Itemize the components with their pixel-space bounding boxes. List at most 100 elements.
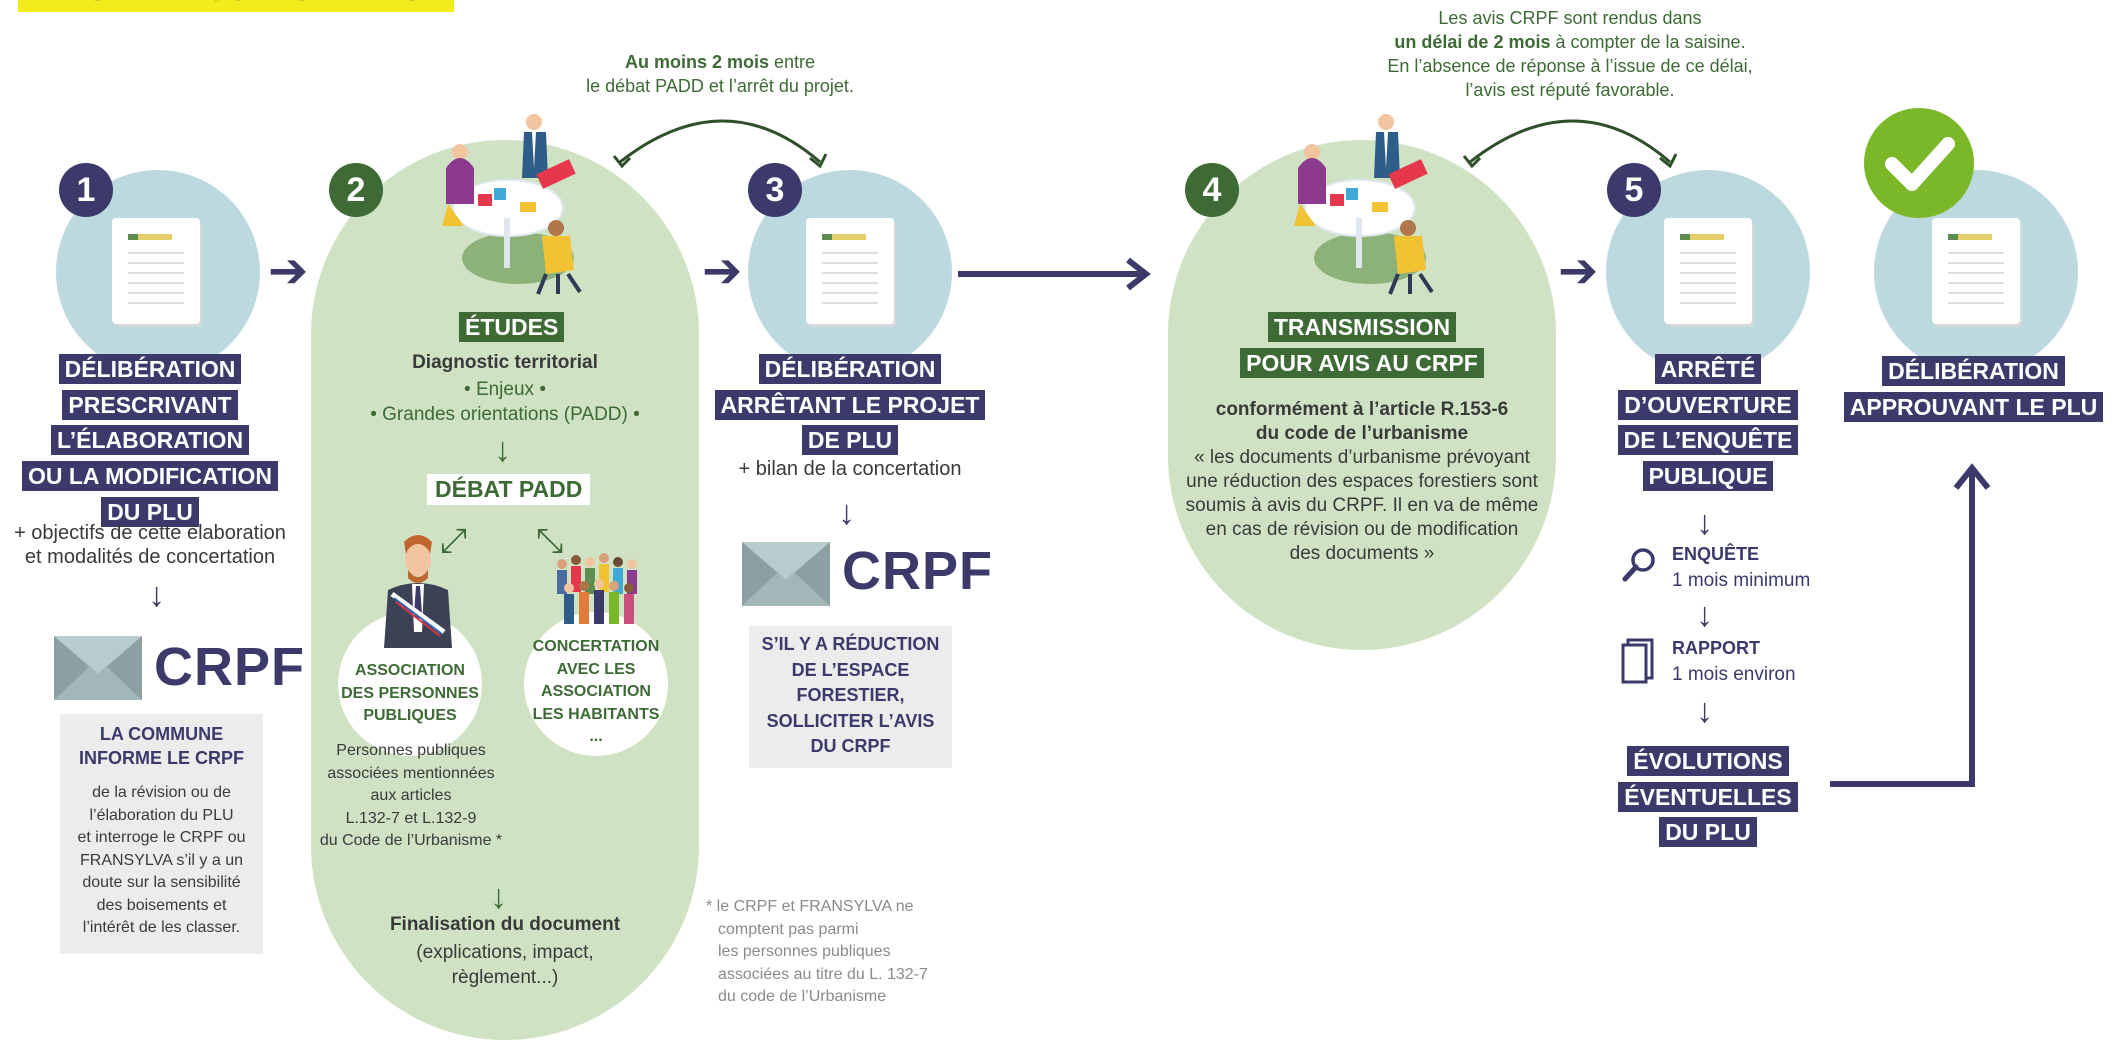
step5-title-line: D’OUVERTURE <box>1618 389 1798 420</box>
step1-info-text: de la révision ou de l’élaboration du PL… <box>60 782 263 940</box>
step2-pp-line: Personnes publiques <box>336 742 486 759</box>
step3-info-text: S’IL Y A RÉDUCTION DE L’ESPACE FORESTIER… <box>749 632 952 760</box>
note-delay-line3: En l’absence de réponse à l’issue de ce … <box>1387 56 1753 76</box>
step1-sub-line: et modalités de concertation <box>24 546 276 568</box>
step1-title-line: OU LA MODIFICATION <box>21 460 279 491</box>
step3-info-box <box>749 626 952 768</box>
step4-article-line: conformément à l’article R.153-6 <box>1215 399 1509 420</box>
step1-title: DÉLIBÉRATION PRESCRIVANT L’ÉLABORATION O… <box>0 352 300 530</box>
step2-asso-line: PUBLIQUES <box>363 707 457 724</box>
note-2-months-rest: entre <box>769 52 816 72</box>
down-arrow-icon: ↓ <box>838 494 855 532</box>
meeting-people-icon <box>1294 114 1434 295</box>
document-icon <box>806 218 894 324</box>
step1-info-line: des boisements et <box>96 896 227 914</box>
step5-title-line: ARRÊTÉ <box>1654 354 1762 384</box>
step1-info-line: et interroge le CRPF ou <box>77 829 246 846</box>
step5-title-line: DE L’ENQUÊTE <box>1617 425 1799 456</box>
step1-info-line: de la révision ou de <box>92 784 231 801</box>
enquete-title: ENQUÊTE <box>1672 544 1760 564</box>
step1-info-box <box>60 714 263 954</box>
step6-title-line: DÉLIBÉRATION <box>1882 356 2065 386</box>
footnote-line: associées au titre du L. 132-7 <box>718 965 928 983</box>
step2-number: 2 <box>329 163 383 217</box>
note-delay-rest: à compter de la saisine. <box>1550 32 1746 52</box>
debat-padd-box: DÉBAT PADD <box>427 474 591 505</box>
crpf-logo: CRPF <box>154 637 305 697</box>
step2-pp-line: aux articles <box>370 787 452 804</box>
down-arrow-icon: ↓ <box>1696 692 1713 730</box>
meeting-people-icon <box>442 114 582 295</box>
step2-diagnostic: Diagnostic territorial <box>412 352 598 373</box>
step4-number: 4 <box>1185 163 1239 217</box>
step1-info-title: LA COMMUNE INFORME LE CRPF <box>60 722 263 770</box>
step1-info-line: l’élaboration du PLU <box>89 806 234 824</box>
header-title: DANS LA PROCÉDURE PLU <box>22 0 423 8</box>
note-2-months-bold: Au moins 2 mois <box>624 52 769 72</box>
step2-final-line: règlement...) <box>451 967 559 988</box>
step2-conc-line: ... <box>589 728 603 745</box>
step1-sub-line: + objectifs de cette élaboration <box>14 522 286 544</box>
step1-info-line: l’intérêt de les classer. <box>82 919 241 936</box>
document-icon <box>1932 218 2020 324</box>
step5-evolutions: ÉVOLUTIONS ÉVENTUELLES DU PLU <box>1558 744 1858 851</box>
step4-quote-line: une réduction des espaces forestiers son… <box>1186 471 1538 492</box>
long-right-arrow-icon <box>958 257 1151 291</box>
curve-arrow-4-5 <box>1462 119 1678 169</box>
step4-tag-line: TRANSMISSION <box>1267 312 1457 342</box>
step4-article-line: du code de l’urbanisme <box>1255 423 1469 444</box>
step5-evol-line: ÉVENTUELLES <box>1618 781 1798 812</box>
step3-title-line: DÉLIBÉRATION <box>758 354 942 384</box>
note-delay-line1: Les avis CRPF sont rendus dans <box>1438 8 1702 28</box>
step2-conc-line: ASSOCIATION <box>541 683 651 700</box>
step2-final-title: Finalisation du document <box>389 914 621 935</box>
step2-conc-line: CONCERTATION <box>532 638 660 655</box>
crpf-logo: CRPF <box>842 541 993 601</box>
step2-conc-line: AVEC LES <box>556 660 636 678</box>
step2-final-line: (explications, impact, <box>416 942 594 963</box>
step2-asso-line: ASSOCIATION <box>355 662 465 679</box>
step1-title-line: L’ÉLABORATION <box>50 425 250 456</box>
down-arrow-icon: ↓ <box>490 878 507 916</box>
down-arrow-icon: ↓ <box>1696 596 1713 634</box>
step1-info-title-line: INFORME LE CRPF <box>79 748 244 768</box>
footnote-line: comptent pas parmi <box>718 920 859 938</box>
footnote-line: du code de l’Urbanisme <box>718 988 887 1005</box>
step3-title: DÉLIBÉRATION ARRÊTANT LE PROJET DE PLU <box>700 352 1000 459</box>
step1-title-line: DÉLIBÉRATION <box>58 354 242 384</box>
step1-info-line: FRANSYLVA s’il y a un <box>79 851 244 869</box>
step3-title-line: DE PLU <box>801 425 899 456</box>
step5-title-line: PUBLIQUE <box>1642 460 1774 491</box>
step2-final-text: (explications, impact, règlement...) <box>311 940 699 990</box>
step2-asso-line: DES PERSONNES <box>341 684 479 702</box>
step3-number: 3 <box>748 163 802 217</box>
step2-pp-line: L.132-7 et L.132-9 <box>345 809 477 827</box>
step1-info-line: doute sur la sensibilité <box>82 874 241 891</box>
step6-title-line: APPROUVANT LE PLU <box>1843 391 2104 422</box>
step2-tag-label: ÉTUDES <box>459 312 565 342</box>
step1-number: 1 <box>59 163 113 217</box>
footnote-line: * le CRPF et FRANSYLVA ne <box>706 898 914 915</box>
diagonal-arrows-icon: ⤢ <box>440 522 468 560</box>
report-icon <box>1621 638 1654 684</box>
up-arrow-icon <box>1830 463 1991 787</box>
note-delay-line4: l’avis est réputé favorable. <box>1465 80 1675 100</box>
step3-title-line: ARRÊTANT LE PROJET <box>714 389 986 420</box>
step4-quote-line: soumis à avis du CRPF. Il en va de même <box>1185 495 1539 516</box>
step2-tag: ÉTUDES <box>459 310 565 346</box>
right-arrow-icon: ➔ <box>1558 245 1599 298</box>
down-arrow-icon: ↓ <box>1696 504 1713 542</box>
note-delay: Les avis CRPF sont rendus dans un délai … <box>1360 6 1780 102</box>
step3-info-line: SOLLICITER L’AVIS <box>766 710 935 731</box>
step6-title: DÉLIBÉRATION APPROUVANT LE PLU <box>1826 354 2121 425</box>
check-icon <box>1864 108 1974 218</box>
step3-info-line: DE L’ESPACE <box>791 659 910 680</box>
step3-info-line: DU CRPF <box>810 736 891 756</box>
step2-personnes-publiques: Personnes publiques associées mentionnée… <box>296 740 526 853</box>
step5-title: ARRÊTÉ D’OUVERTURE DE L’ENQUÊTE PUBLIQUE <box>1558 352 1858 495</box>
step1-title-line: DU PLU <box>101 496 199 527</box>
rapport-duration: 1 mois environ <box>1672 664 1796 685</box>
step4-tag-line: POUR AVIS AU CRPF <box>1240 347 1484 378</box>
step5-number: 5 <box>1607 163 1661 217</box>
header-banner: DANS LA PROCÉDURE PLU <box>18 0 454 12</box>
